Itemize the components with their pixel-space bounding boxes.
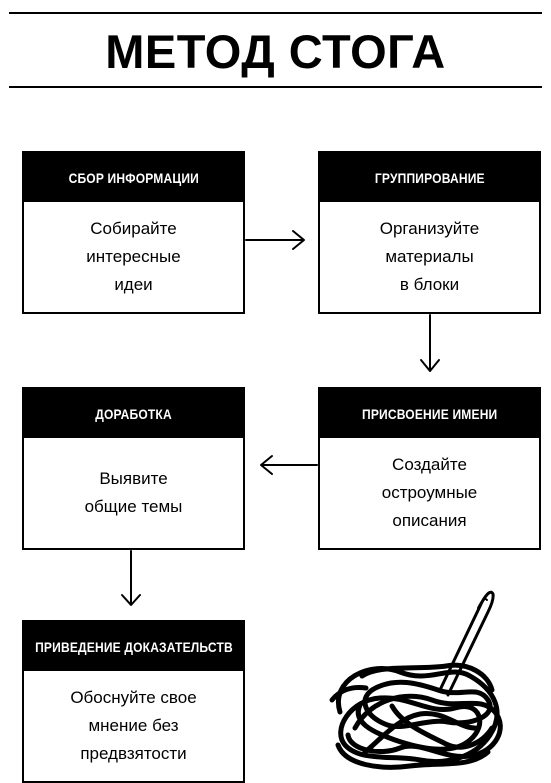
step-header: ПРИВЕДЕНИЕ ДОКАЗАТЕЛЬСТВ <box>24 622 243 671</box>
haystack-needle-icon <box>329 590 503 770</box>
step-description: Обоснуйте свое мнение без предвзятости <box>70 688 197 763</box>
step-description: Собирайте интересные идеи <box>86 219 181 294</box>
top-rule <box>9 12 542 14</box>
arrow-right-icon <box>245 230 305 250</box>
title-underline <box>9 86 542 88</box>
step-box-evidence: ПРИВЕДЕНИЕ ДОКАЗАТЕЛЬСТВ Обоснуйте свое … <box>22 620 245 783</box>
step-header: СБОР ИНФОРМАЦИИ <box>24 153 243 202</box>
arrow-left-icon <box>260 455 318 475</box>
step-box-refine: ДОРАБОТКА Выявите общие темы <box>22 387 245 550</box>
step-box-naming: ПРИСВОЕНИЕ ИМЕНИ Создайте остроумные опи… <box>318 387 541 550</box>
step-description: Организуйте материалы в блоки <box>379 219 480 294</box>
page-title: МЕТОД СТОГА <box>105 25 446 78</box>
step-box-group: ГРУППИРОВАНИЕ Организуйте материалы в бл… <box>318 151 541 314</box>
step-description: Выявите общие темы <box>84 469 183 516</box>
step-header: ГРУППИРОВАНИЕ <box>320 153 539 202</box>
step-description: Создайте остроумные описания <box>381 455 478 530</box>
step-box-collect: СБОР ИНФОРМАЦИИ Собирайте интересные иде… <box>22 151 245 314</box>
arrow-down-icon <box>121 550 141 606</box>
arrow-down-icon <box>420 314 440 372</box>
step-header: ПРИСВОЕНИЕ ИМЕНИ <box>320 389 539 438</box>
step-header: ДОРАБОТКА <box>24 389 243 438</box>
